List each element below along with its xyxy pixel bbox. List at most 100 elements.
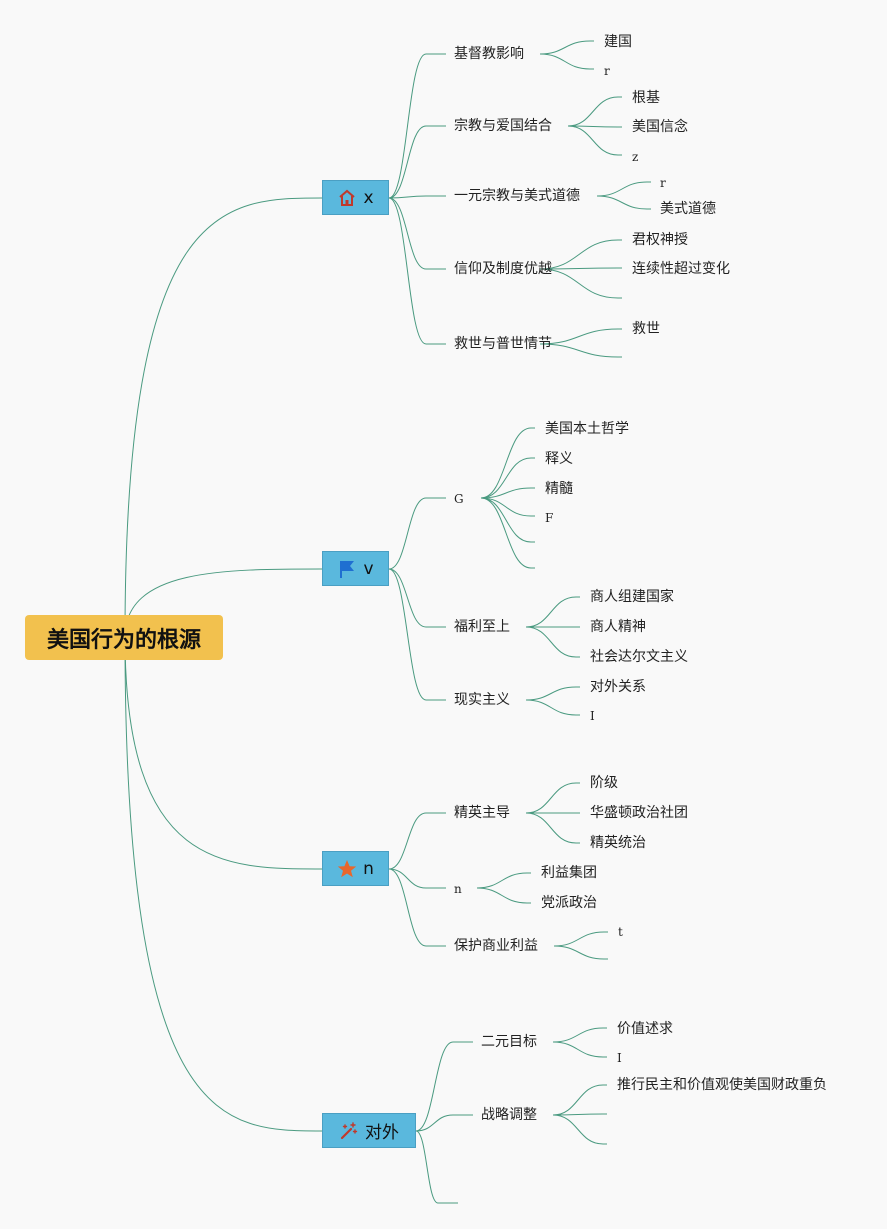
connector-line bbox=[539, 267, 619, 270]
connector-line bbox=[476, 872, 528, 889]
item-label[interactable]: 党派政治 bbox=[541, 895, 597, 911]
connector-line bbox=[525, 812, 577, 844]
item-label[interactable]: 释义 bbox=[545, 451, 573, 467]
star-icon bbox=[337, 859, 357, 879]
connector-line bbox=[525, 782, 577, 814]
topic-label[interactable]: 信仰及制度优越 bbox=[454, 261, 552, 277]
item-label[interactable]: 商人精神 bbox=[590, 619, 646, 635]
topic-label[interactable]: 二元目标 bbox=[481, 1034, 537, 1050]
branch-topic-2-label: v bbox=[363, 558, 374, 579]
item-label[interactable]: 精英统治 bbox=[590, 835, 646, 851]
flag-icon bbox=[337, 559, 357, 579]
connector-line bbox=[567, 96, 619, 127]
connector-line bbox=[480, 497, 532, 517]
item-label[interactable]: 美式道德 bbox=[660, 201, 716, 217]
topic-label[interactable]: 保护商业利益 bbox=[454, 938, 538, 954]
connector-line bbox=[388, 497, 427, 570]
item-label[interactable]: 对外关系 bbox=[590, 679, 646, 695]
item-label[interactable]: 商人组建国家 bbox=[590, 589, 674, 605]
item-label[interactable]: 根基 bbox=[632, 90, 660, 106]
connector-line bbox=[124, 568, 323, 638]
connector-line bbox=[553, 931, 605, 947]
connector-line bbox=[539, 239, 619, 270]
connector-line bbox=[124, 636, 323, 1132]
connector-line bbox=[388, 53, 427, 199]
house-icon bbox=[337, 188, 357, 208]
connector-line bbox=[480, 457, 532, 499]
item-label[interactable]: 建国 bbox=[604, 34, 632, 50]
topic-label[interactable]: 宗教与爱国结合 bbox=[454, 118, 552, 134]
connector-line bbox=[552, 1114, 604, 1145]
item-label[interactable]: 君权神授 bbox=[632, 232, 688, 248]
connector-line bbox=[388, 568, 427, 628]
topic-label[interactable]: 救世与普世情节 bbox=[454, 336, 552, 352]
item-label[interactable]: 精髓 bbox=[545, 481, 573, 497]
item-label[interactable]: t bbox=[618, 925, 623, 939]
connector-line bbox=[480, 497, 532, 569]
item-label[interactable]: I bbox=[617, 1051, 622, 1065]
item-label[interactable]: I bbox=[590, 709, 595, 723]
connector-line bbox=[539, 53, 591, 70]
item-label[interactable]: 利益集团 bbox=[541, 865, 597, 881]
root-topic-label: 美国行为的根源 bbox=[46, 627, 201, 653]
branch-topic-4[interactable]: 对外 bbox=[322, 1113, 416, 1148]
connector-line bbox=[388, 568, 427, 701]
connector-line bbox=[415, 1114, 454, 1132]
topic-label[interactable]: 基督教影响 bbox=[454, 46, 524, 62]
connector-line bbox=[415, 1041, 454, 1132]
connector-line bbox=[124, 636, 323, 870]
item-label[interactable]: z bbox=[632, 150, 639, 164]
connector-line bbox=[553, 945, 605, 960]
item-label[interactable]: 价值述求 bbox=[617, 1021, 673, 1037]
connector-line bbox=[388, 868, 427, 947]
magic-wand-icon bbox=[339, 1121, 359, 1141]
connector-line bbox=[552, 1113, 604, 1116]
topic-label[interactable]: 精英主导 bbox=[454, 805, 510, 821]
connector-line bbox=[388, 197, 427, 270]
connector-line bbox=[567, 125, 619, 128]
connector-line bbox=[525, 699, 577, 716]
connector-line bbox=[552, 1084, 604, 1116]
connector-line bbox=[539, 268, 619, 299]
branch-topic-3-label: n bbox=[363, 858, 374, 879]
topic-label[interactable]: 一元宗教与美式道德 bbox=[454, 188, 580, 204]
connector-line bbox=[480, 487, 532, 499]
item-label[interactable]: 华盛顿政治社团 bbox=[590, 805, 688, 821]
connector-line bbox=[552, 1027, 604, 1043]
item-label[interactable]: r bbox=[660, 176, 666, 190]
topic-label[interactable]: 战略调整 bbox=[481, 1107, 537, 1123]
connector-line bbox=[539, 40, 591, 55]
connector-line bbox=[596, 195, 648, 210]
item-label[interactable]: F bbox=[545, 511, 554, 525]
connector-line bbox=[124, 197, 323, 638]
branch-topic-1[interactable]: x bbox=[322, 180, 389, 215]
connector-line bbox=[567, 125, 619, 156]
root-topic[interactable]: 美国行为的根源 bbox=[25, 615, 223, 660]
topic-label[interactable]: n bbox=[454, 882, 462, 896]
connector-line bbox=[388, 868, 427, 889]
branch-topic-1-label: x bbox=[363, 187, 374, 208]
connector-line bbox=[552, 1041, 604, 1058]
connector-line bbox=[539, 343, 619, 358]
item-label[interactable]: 阶级 bbox=[590, 775, 618, 791]
connector-line bbox=[480, 497, 532, 543]
topic-label[interactable]: 福利至上 bbox=[454, 619, 510, 635]
connector-line bbox=[525, 686, 577, 701]
connector-line bbox=[388, 195, 427, 199]
item-label[interactable]: 救世 bbox=[632, 321, 660, 337]
item-label[interactable]: 推行民主和价值观使美国财政重负 bbox=[617, 1077, 827, 1093]
branch-topic-4-label: 对外 bbox=[365, 1123, 399, 1143]
connector-line bbox=[525, 626, 577, 658]
item-label[interactable]: 美国信念 bbox=[632, 119, 688, 135]
item-label[interactable]: r bbox=[604, 64, 610, 78]
topic-label[interactable]: 现实主义 bbox=[454, 692, 510, 708]
connector-line bbox=[388, 125, 427, 199]
branch-topic-3[interactable]: n bbox=[322, 851, 389, 886]
item-label[interactable]: 连续性超过变化 bbox=[632, 261, 730, 277]
item-label[interactable]: 美国本土哲学 bbox=[545, 421, 629, 437]
topic-label[interactable]: G bbox=[454, 492, 464, 506]
connector-line bbox=[388, 812, 427, 870]
connector-line bbox=[415, 1130, 439, 1204]
item-label[interactable]: 社会达尔文主义 bbox=[590, 649, 688, 665]
branch-topic-2[interactable]: v bbox=[322, 551, 389, 586]
